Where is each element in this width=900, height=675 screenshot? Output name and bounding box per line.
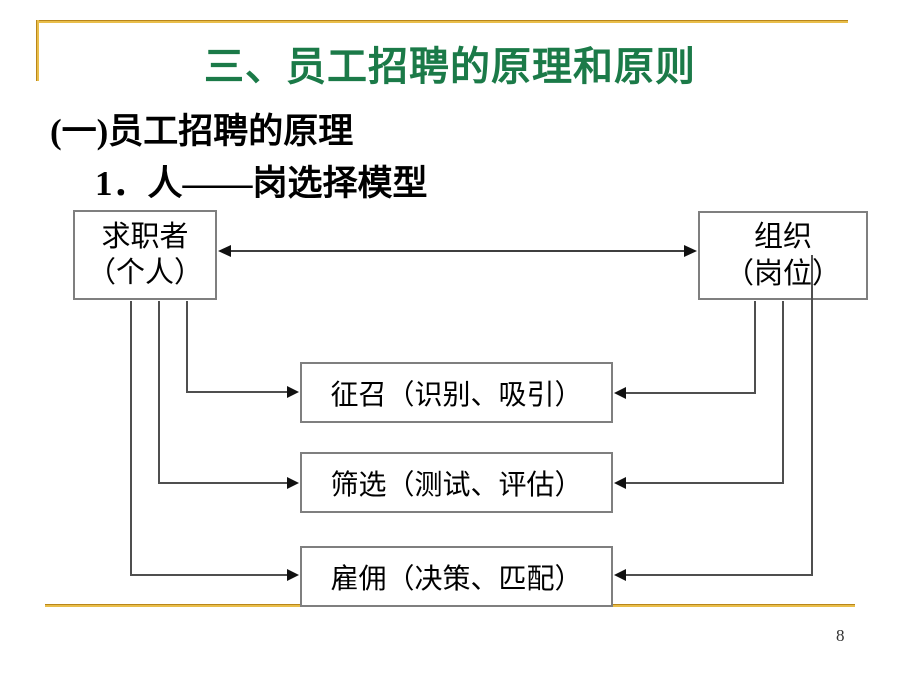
model-subheading: 1．人——岗选择模型 (95, 164, 428, 203)
page-number: 8 (836, 626, 845, 645)
section-heading: (一)员工招聘的原理 (50, 112, 354, 151)
screen-step-box: 筛选（测试、评估） (300, 452, 613, 513)
arrow-right-icon (287, 477, 299, 489)
corner-bracket-line (36, 20, 39, 81)
applicant-label-line2: （个人） (86, 257, 203, 289)
applicant-label-line1: 求职者 (101, 220, 189, 253)
hire-step-label: 雇佣（决策、匹配） (330, 563, 583, 595)
double-arrow-applicant-organization (218, 245, 697, 257)
recruit-step-box: 征召（识别、吸引） (300, 362, 613, 423)
recruit-step-label: 征召（识别、吸引） (330, 379, 583, 411)
applicant-box: 求职者 （个人） (73, 210, 217, 300)
arrow-right-icon (684, 245, 697, 257)
connector-applicant-to-hire (130, 301, 299, 581)
top-border-line (37, 20, 848, 23)
hire-step-box: 雇佣（决策、匹配） (300, 546, 613, 607)
arrow-right-icon (287, 386, 299, 398)
connector-applicant-to-recruit (186, 301, 299, 398)
arrow-right-icon (287, 569, 299, 581)
screen-step-label: 筛选（测试、评估） (330, 469, 583, 501)
arrow-left-icon (218, 245, 231, 257)
arrow-left-icon (614, 477, 626, 489)
organization-box: 组织 （岗位） (698, 211, 868, 300)
organization-label-line1: 组织 (753, 221, 812, 254)
slide-title: 三、员工招聘的原理和原则 (204, 44, 696, 89)
arrow-left-icon (614, 387, 626, 399)
connector-organization-to-recruit (614, 301, 756, 399)
connector-organization-to-screen (614, 301, 784, 489)
connector-applicant-to-screen (158, 301, 299, 489)
organization-label-line2: （岗位） (724, 257, 841, 290)
arrow-left-icon (614, 569, 626, 581)
connector-organization-to-hire (614, 255, 813, 581)
